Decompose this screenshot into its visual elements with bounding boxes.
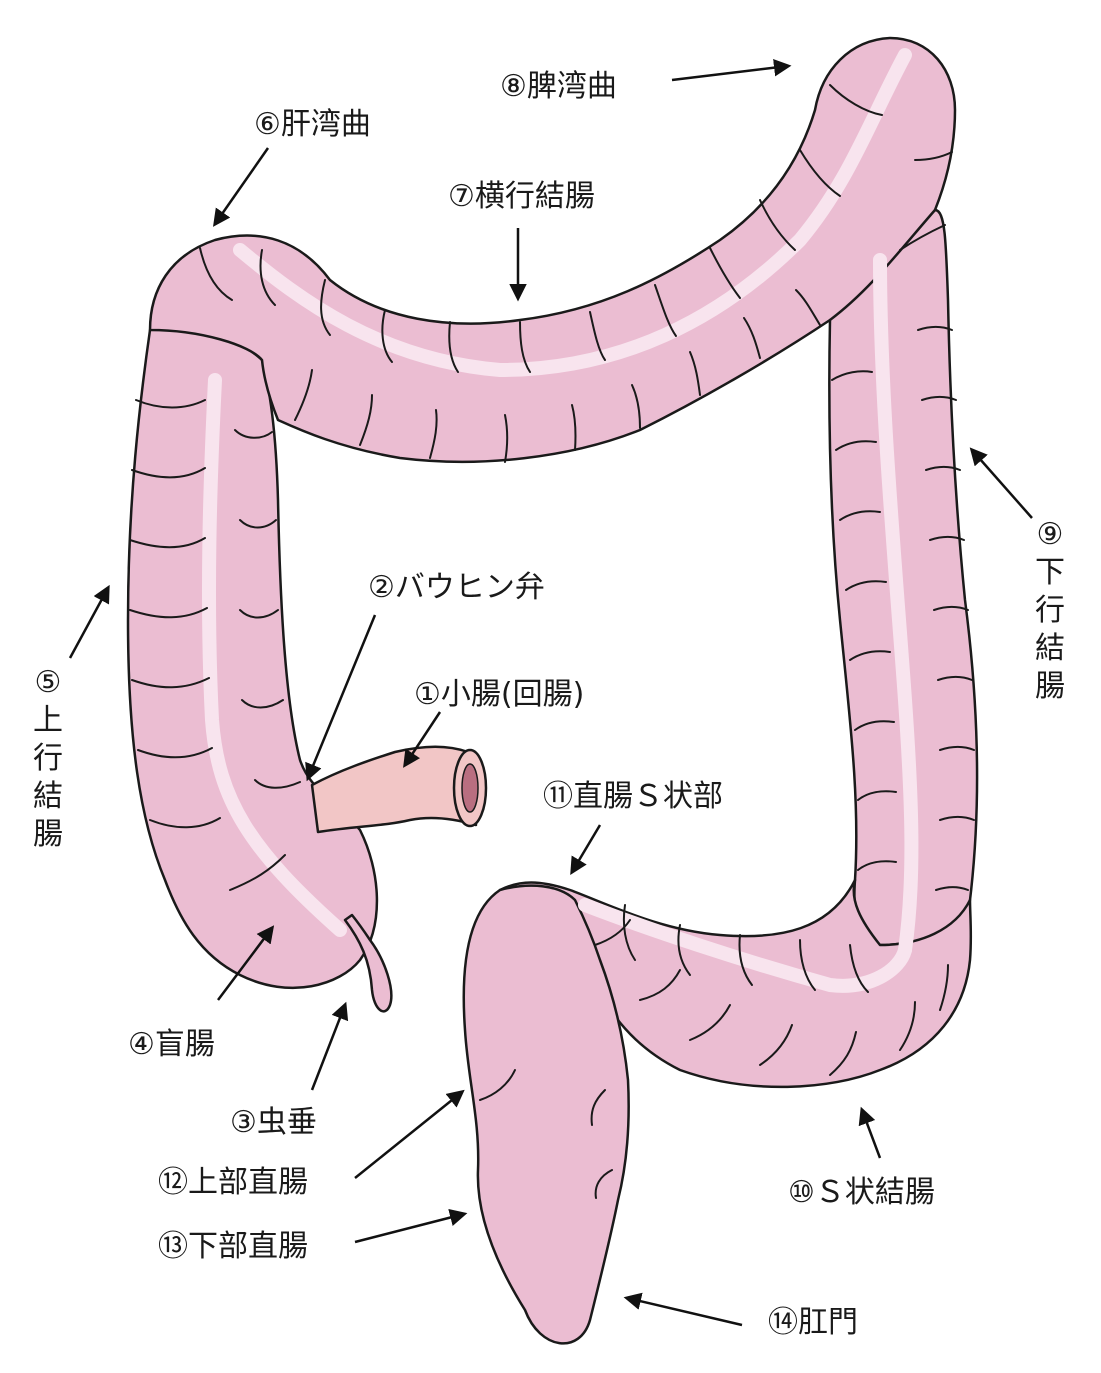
arrow-appendix bbox=[310, 1001, 349, 1091]
arrow-lower-rectum bbox=[354, 1209, 468, 1244]
label-upper-rectum: ⑫上部直腸 bbox=[158, 1165, 308, 1200]
label-splenic-flexure: ⑧脾湾曲 bbox=[500, 69, 617, 104]
haustra-transverse bbox=[199, 84, 953, 463]
label-hepatic-flexure: ⑥肝湾曲 bbox=[254, 107, 371, 142]
arrow-splenic-flexure bbox=[671, 58, 792, 82]
arrow-ileum bbox=[403, 711, 442, 768]
transverse-colon-shape bbox=[148, 36, 957, 464]
label-ileum: ①小腸(回腸) bbox=[414, 677, 585, 712]
label-cecum: ④盲腸 bbox=[128, 1027, 215, 1062]
arrow-sigmoid-colon bbox=[858, 1106, 882, 1159]
label-ascending-colon: ⑤ 上 行 結 腸 bbox=[33, 665, 63, 852]
ileum-shape bbox=[310, 745, 488, 834]
arrow-rectosigmoid bbox=[570, 824, 602, 876]
label-bauhin-valve: ②バウヒン弁 bbox=[368, 570, 545, 605]
label-transverse-colon: ⑦横行結腸 bbox=[448, 179, 595, 214]
arrow-ascending-colon bbox=[68, 584, 110, 659]
taenia-band-sigmoid bbox=[578, 898, 912, 993]
haustra-sigmoid bbox=[594, 904, 949, 1076]
taenia-band-transverse bbox=[233, 48, 912, 378]
taenia-band-ascending bbox=[201, 373, 347, 937]
label-appendix: ③虫垂 bbox=[230, 1105, 317, 1140]
appendix-shape bbox=[343, 913, 393, 1013]
arrow-cecum bbox=[217, 925, 275, 1001]
label-descending-colon: ⑨ 下 行 結 腸 bbox=[1035, 517, 1065, 704]
arrow-anus bbox=[623, 1292, 743, 1327]
rectum-folds bbox=[479, 1069, 613, 1199]
haustra-descending bbox=[831, 326, 975, 891]
label-rectosigmoid: ⑪直腸Ｓ状部 bbox=[543, 779, 723, 814]
label-lower-rectum: ⑬下部直腸 bbox=[158, 1229, 308, 1264]
arrow-descending-colon bbox=[969, 447, 1033, 519]
arrow-bauhin-valve bbox=[305, 614, 377, 782]
descending-colon-shape bbox=[828, 208, 979, 947]
taenia-band-descending bbox=[873, 253, 919, 957]
label-sigmoid-colon: ⑩Ｓ状結腸 bbox=[788, 1175, 935, 1210]
haustra-ascending bbox=[129, 399, 301, 891]
arrow-upper-rectum bbox=[354, 1089, 465, 1179]
arrow-hepatic-flexure bbox=[212, 147, 270, 227]
label-anus: ⑭肛門 bbox=[768, 1305, 858, 1340]
